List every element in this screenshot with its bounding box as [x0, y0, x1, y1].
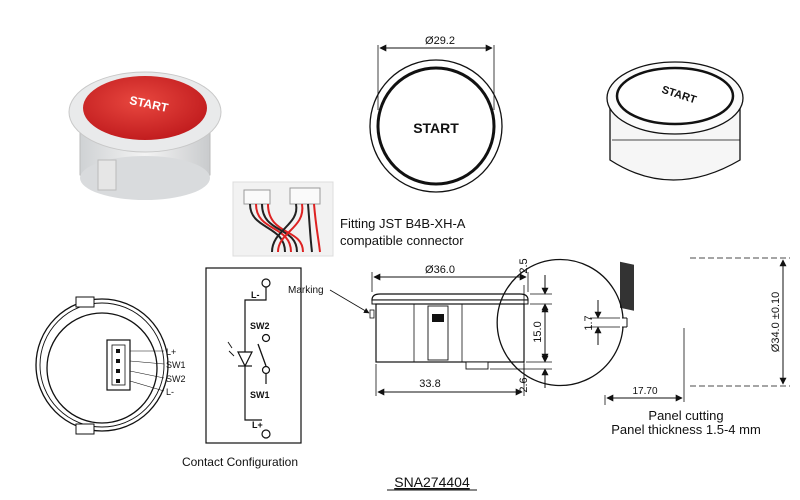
panel-diameter: Ø34.0 ±0.10: [770, 292, 782, 352]
bottom-connector-inner: [111, 344, 126, 386]
iso-cap: [615, 66, 735, 126]
contact-caption: Contact Configuration: [182, 455, 298, 469]
top-diameter: Ø29.2: [425, 35, 455, 47]
panel-caption-1: Panel cutting: [648, 408, 723, 423]
panel-notch: 1.7: [583, 315, 595, 330]
bottom-ring-2: [39, 302, 165, 428]
led-diode-icon: [237, 351, 253, 368]
photo-red-button: START: [68, 71, 222, 200]
led-wire: [244, 287, 267, 421]
side-width: 33.8: [419, 378, 440, 390]
part-number: SNA274404: [394, 474, 470, 490]
side-diameter: Ø36.0: [425, 264, 455, 276]
pin-3: [116, 369, 120, 373]
bottom-outer-ring: [35, 298, 169, 432]
top-outer-ring: [369, 59, 503, 193]
panel-offset: 17.70: [632, 386, 657, 397]
bottom-inner-ring: [46, 312, 158, 424]
side-dim-15: 15.0: [532, 321, 544, 342]
led-ray-icon: [227, 341, 233, 349]
connector-line1: Fitting JST B4B-XH-A: [340, 216, 466, 231]
bottom-view: L+ SW1 SW2 L-: [35, 296, 186, 435]
top-start-label: START: [413, 120, 459, 136]
contact-sw1: SW1: [250, 390, 270, 400]
bottom-tab-top: [75, 296, 95, 308]
side-dim-2-6: 2.6: [518, 377, 530, 392]
pin-label-l-minus: L-: [166, 387, 174, 397]
contact-l-plus: L+: [252, 420, 263, 430]
connector-line2: compatible connector: [340, 233, 464, 248]
pin-1: [116, 349, 120, 353]
pin-4: [116, 379, 120, 383]
side-pin-housing: [465, 361, 489, 370]
connector-right-housing: [289, 187, 321, 205]
pin-label-sw2: SW2: [166, 374, 186, 384]
iso-view: START: [606, 61, 744, 311]
bottom-tab-bottom: [75, 423, 95, 435]
contact-frame: [205, 267, 302, 444]
side-dim-2-5: 2.5: [518, 258, 530, 273]
panel-caption-2: Panel thickness 1.5-4 mm: [611, 422, 761, 437]
contact-l-minus: L-: [251, 290, 260, 300]
marking-label: Marking: [288, 285, 324, 296]
side-bezel: [371, 293, 529, 301]
connector-photo: [232, 181, 334, 257]
switch-lever: [257, 343, 267, 367]
contact-sw2: SW2: [250, 321, 270, 331]
side-view: Marking Ø36.0 33.8 2.5 15.0 2.6: [288, 258, 552, 396]
top-view: START Ø29.2: [369, 35, 503, 193]
red-cap: [83, 76, 207, 140]
panel-circle: [496, 258, 624, 387]
pin-2: [116, 359, 120, 363]
connector-left-housing: [243, 189, 271, 205]
contact-diagram: L- SW2 SW1 L+: [205, 267, 302, 444]
pin-label-l-plus: L+: [166, 347, 176, 357]
side-body: [375, 303, 525, 363]
iso-clip: [620, 261, 634, 311]
button-clip: [97, 159, 117, 191]
panel-cutting: Ø34.0 ±0.10 1.7 17.70: [496, 257, 790, 405]
pin-label-sw1: SW1: [166, 360, 186, 370]
top-inner-ring: [376, 66, 496, 186]
side-clip-window: [432, 314, 444, 322]
side-marking-nub: [369, 309, 375, 319]
